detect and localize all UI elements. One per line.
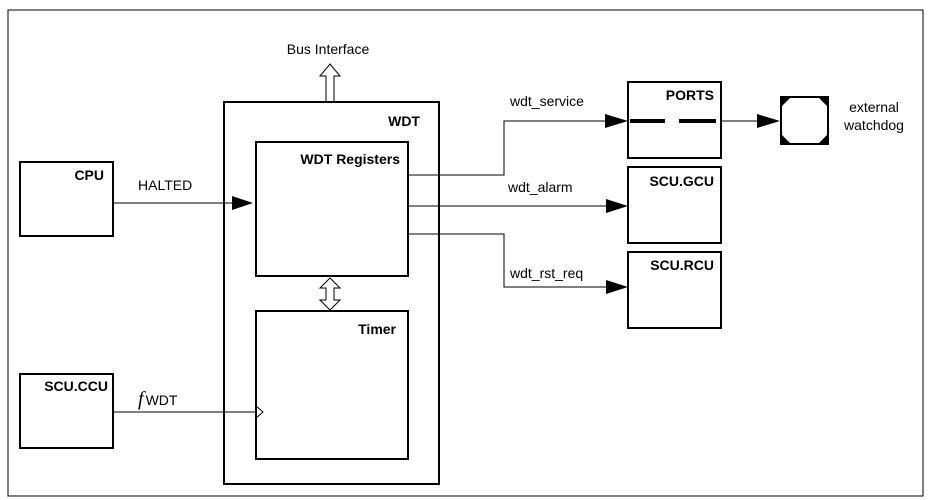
scu-rcu-block bbox=[627, 251, 722, 329]
ports-title: PORTS bbox=[666, 87, 714, 103]
bus-interface-label: Bus Interface bbox=[287, 41, 370, 57]
wdt-rst-req-arrowhead bbox=[606, 280, 628, 294]
fwdt-subscript: WDT bbox=[146, 392, 178, 408]
halted-arrowhead bbox=[232, 196, 253, 210]
clock-input-marker bbox=[255, 405, 264, 419]
external-watchdog-label-2: watchdog bbox=[843, 117, 904, 133]
wdt-alarm-label: wdt_alarm bbox=[507, 179, 573, 195]
scu-gcu-block bbox=[627, 166, 722, 244]
wdt-service-label: wdt_service bbox=[509, 93, 584, 109]
fwdt-symbol: f bbox=[138, 388, 146, 410]
external-watchdog-pad bbox=[780, 96, 829, 145]
scu-gcu-title: SCU.GCU bbox=[649, 173, 714, 189]
timer-block bbox=[255, 310, 409, 460]
wdt-alarm-arrowhead bbox=[606, 199, 628, 213]
cpu-title: CPU bbox=[74, 167, 104, 183]
wdt-service-arrowhead bbox=[605, 114, 628, 128]
external-arrowhead bbox=[757, 114, 780, 128]
scu-ccu-title: SCU.CCU bbox=[44, 378, 108, 394]
halted-label: HALTED bbox=[138, 177, 192, 193]
wdt-service-line bbox=[408, 120, 605, 176]
cpu-block bbox=[19, 161, 114, 237]
timer-title: Timer bbox=[358, 321, 396, 337]
wdt-rst-req-label: wdt_rst_req bbox=[509, 265, 583, 281]
wdt-title: WDT bbox=[388, 113, 420, 129]
external-watchdog-label: external bbox=[849, 99, 899, 115]
scu-rcu-title: SCU.RCU bbox=[650, 257, 714, 273]
wdt-registers-block bbox=[255, 141, 409, 277]
wdt-rst-req-line bbox=[408, 233, 606, 288]
diagram-frame bbox=[7, 9, 924, 497]
wdt-registers-title: WDT Registers bbox=[300, 151, 400, 167]
scu-ccu-block bbox=[19, 373, 114, 449]
